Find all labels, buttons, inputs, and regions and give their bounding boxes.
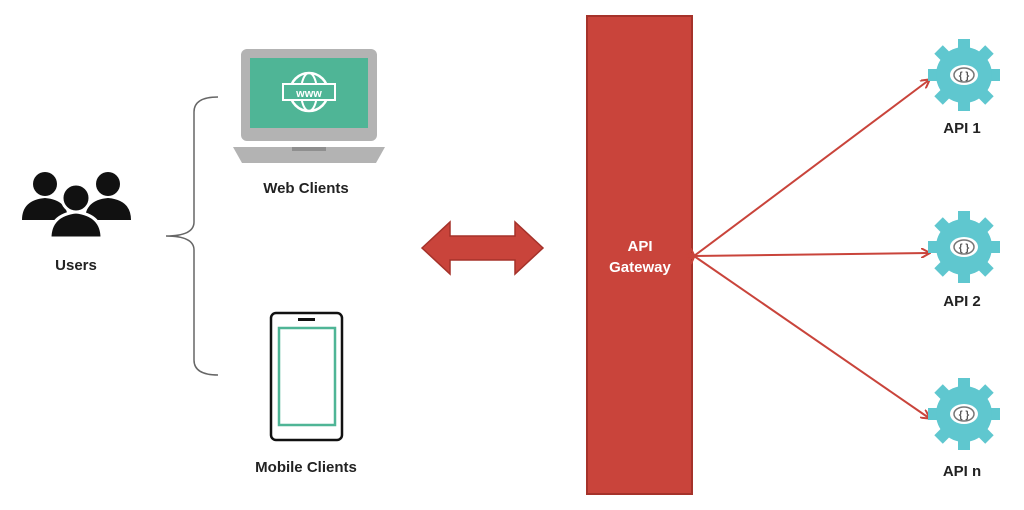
api-gateway-box	[586, 15, 693, 495]
double-arrow	[420, 220, 545, 276]
api1-label: API 1	[943, 120, 981, 137]
users-group-icon	[22, 172, 131, 240]
gear-api-icon	[927, 377, 1001, 451]
connector-api1	[694, 80, 929, 256]
users-label: Users	[55, 257, 97, 274]
mobile-clients-label: Mobile Clients	[255, 459, 357, 476]
gear-api-icon	[927, 210, 1001, 284]
web-clients-label: Web Clients	[263, 180, 349, 197]
connector-api2	[694, 253, 929, 256]
apin-label: API n	[943, 463, 981, 480]
smartphone-icon	[269, 311, 344, 442]
svg-text:www: www	[295, 88, 322, 100]
brace-connector	[165, 96, 219, 376]
laptop-www-icon: www	[233, 49, 385, 163]
connector-apin	[694, 256, 929, 418]
gear-api-icon	[927, 38, 1001, 112]
gateway-label-line2: Gateway	[609, 259, 671, 276]
api2-label: API 2	[943, 293, 981, 310]
gateway-label-line1: API	[627, 238, 652, 255]
